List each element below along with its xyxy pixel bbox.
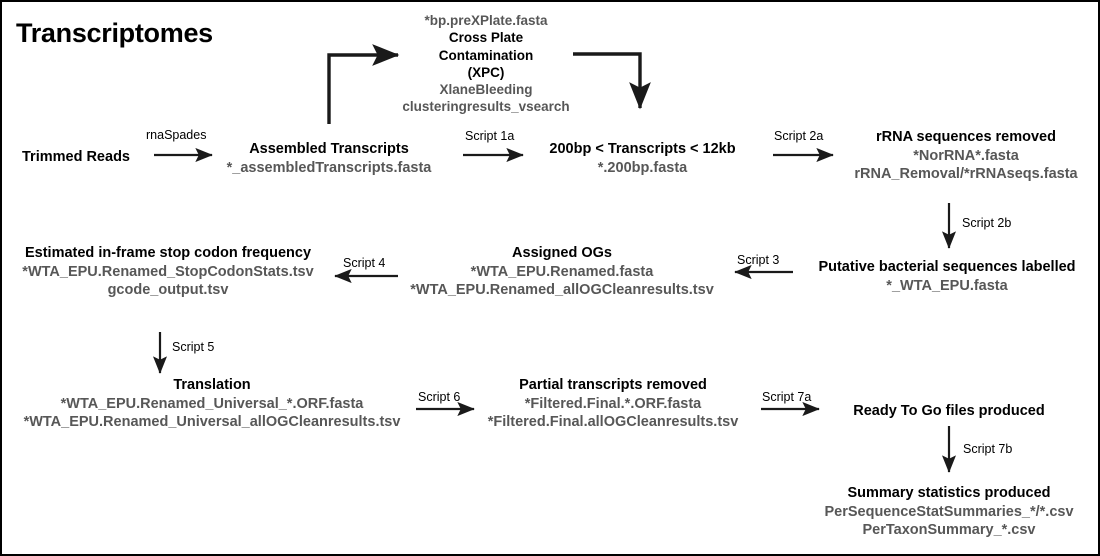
node-file-1: *Filtered.Final.*.ORF.fasta (524, 395, 702, 412)
node-title: Ready To Go files produced (853, 403, 1045, 419)
node-file-2: PerTaxonSummary_*.csv (862, 522, 1036, 539)
node-title: Assembled Transcripts (249, 141, 409, 157)
node-file-2: *WTA_EPU.Renamed_Universal_allOGCleanres… (23, 414, 401, 431)
node-translation: Translation *WTA_EPU.Renamed_Universal_*… (2, 376, 422, 432)
node-file: *_assembledTranscripts.fasta (226, 159, 432, 176)
node-file-1: PerSequenceStatSummaries_*/*.csv (824, 503, 1074, 520)
node-file: *_WTA_EPU.fasta (886, 277, 1008, 294)
node-file-2: gcode_output.tsv (107, 282, 229, 299)
node-assigned-ogs: Assigned OGs *WTA_EPU.Renamed.fasta *WTA… (398, 244, 726, 300)
node-trimmed-reads: Trimmed Reads (2, 148, 150, 167)
node-file-top: *bp.preXPlate.fasta (424, 13, 548, 28)
edge-label-script-6: Script 6 (418, 390, 461, 404)
node-file: *.200bp.fasta (597, 159, 688, 176)
node-title: Translation (173, 377, 251, 393)
edge-label-script-1a: Script 1a (465, 129, 515, 143)
node-rrna-removed: rRNA sequences removed *NorRNA*.fasta rR… (830, 128, 1098, 184)
node-title: Putative bacterial sequences labelled (818, 259, 1076, 275)
edge-label-script-5: Script 5 (172, 340, 215, 354)
node-title: Summary statistics produced (847, 485, 1051, 501)
node-title: Partial transcripts removed (519, 377, 707, 393)
node-cross-plate-contamination: *bp.preXPlate.fasta Cross Plate Contamin… (386, 12, 586, 116)
edge-label-script-2b: Script 2b (962, 216, 1012, 230)
node-file-2: rRNA_Removal/*rRNAseqs.fasta (854, 166, 1078, 183)
node-file-1: *WTA_EPU.Renamed_StopCodonStats.tsv (22, 263, 314, 280)
edge-label-script-4: Script 4 (343, 256, 386, 270)
node-file-bottom-2: clusteringresults_vsearch (402, 99, 570, 115)
node-file-2: *WTA_EPU.Renamed_allOGCleanresults.tsv (410, 282, 714, 299)
node-stop-codon-frequency: Estimated in-frame stop codon frequency … (2, 244, 334, 300)
node-title: Estimated in-frame stop codon frequency (24, 245, 312, 261)
edge-label-script-7a: Script 7a (762, 390, 812, 404)
node-bacterial-labelled: Putative bacterial sequences labelled *_… (792, 258, 1098, 295)
node-partial-removed: Partial transcripts removed *Filtered.Fi… (468, 376, 758, 432)
page-title: Transcriptomes (16, 18, 213, 48)
node-file-1: *WTA_EPU.Renamed_Universal_*.ORF.fasta (60, 395, 364, 412)
edge-label-rnaspades: rnaSpades (146, 128, 207, 142)
node-title: Assigned OGs (512, 245, 612, 261)
node-assembled-transcripts: Assembled Transcripts *_assembledTranscr… (198, 140, 460, 177)
node-file-1: *WTA_EPU.Renamed.fasta (470, 263, 654, 280)
node-size-filter: 200bp < Transcripts < 12kb *.200bp.fasta (515, 140, 770, 177)
node-title-line1: Cross Plate (448, 30, 524, 46)
node-file-bottom-1: XlaneBleeding (439, 82, 533, 98)
node-title: Trimmed Reads (22, 149, 130, 165)
node-file-1: *NorRNA*.fasta (913, 147, 1019, 164)
node-title: rRNA sequences removed (876, 129, 1056, 145)
node-summary-statistics: Summary statistics produced PerSequenceS… (794, 484, 1098, 540)
node-title-line3: (XPC) (467, 64, 505, 80)
edge-label-script-3: Script 3 (737, 253, 780, 267)
node-file-2: *Filtered.Final.allOGCleanresults.tsv (487, 414, 739, 431)
node-title-line2: Contamination (438, 47, 534, 63)
node-title: 200bp < Transcripts < 12kb (549, 141, 736, 157)
edge-label-script-7b: Script 7b (963, 442, 1013, 456)
node-ready-to-go: Ready To Go files produced (818, 402, 1080, 421)
edge-label-script-2a: Script 2a (774, 129, 824, 143)
